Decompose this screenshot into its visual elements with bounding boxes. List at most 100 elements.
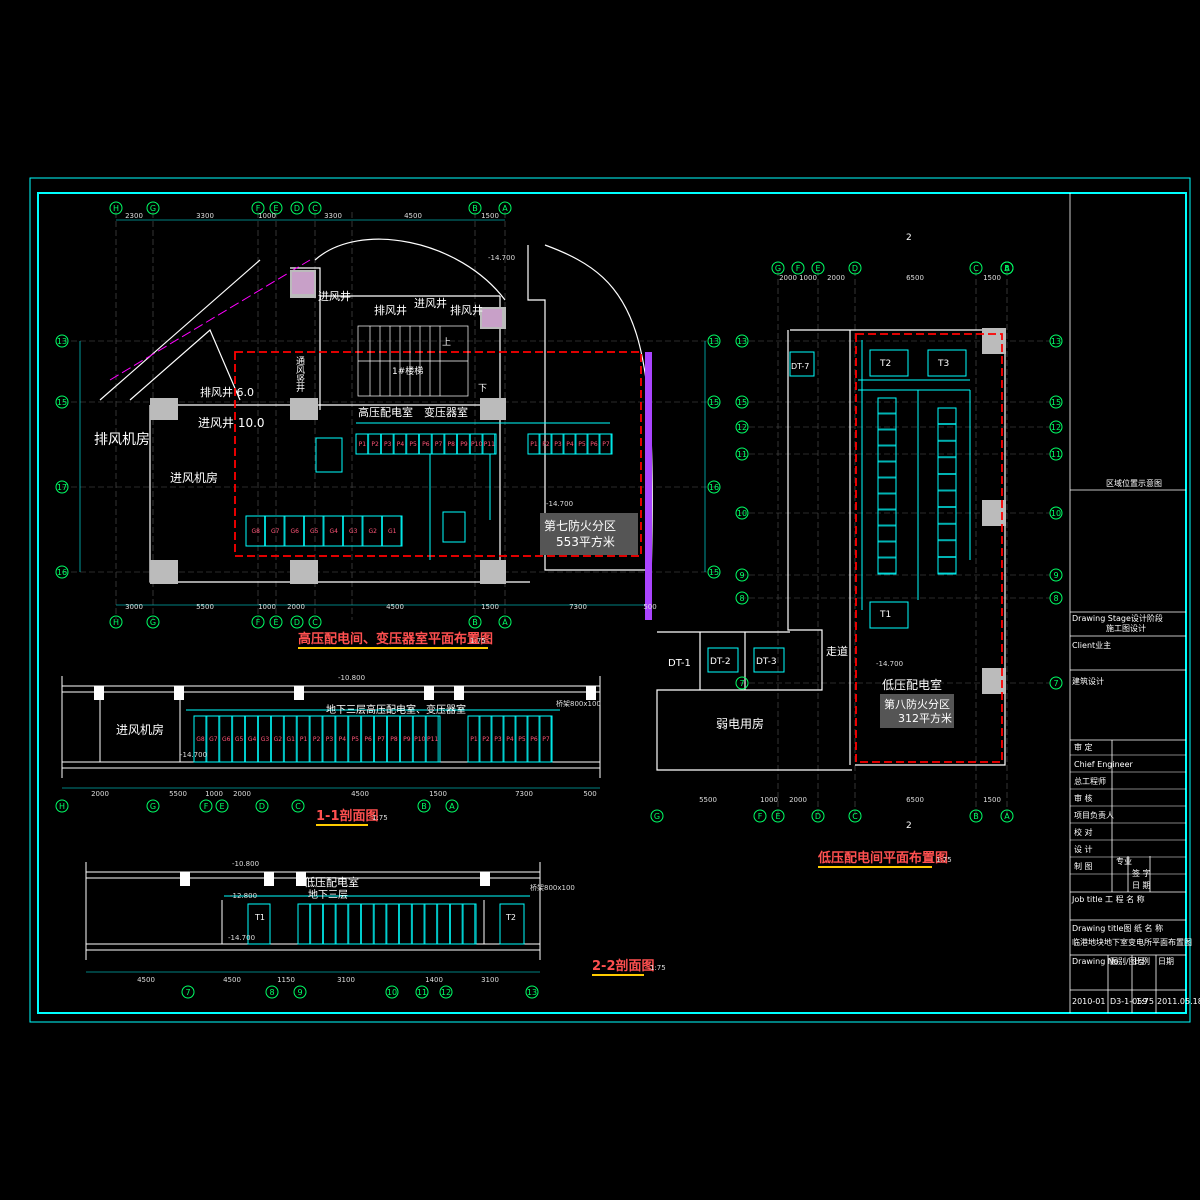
s2-cell-box	[322, 903, 336, 945]
hv-cell-label: P10	[471, 441, 482, 448]
s2-t2: T2	[505, 913, 516, 922]
s1-cell-right-box	[491, 715, 504, 763]
stair-up: 上	[442, 337, 451, 348]
p1-bottom-axis-label: G	[150, 618, 156, 627]
s1-dim: 7300	[515, 790, 533, 798]
p1-bottom-axis-bubble	[498, 615, 512, 629]
hv-cell-b-box	[563, 433, 576, 455]
p2-left-axis-label: 8	[739, 594, 744, 603]
s2-tray-note: 桥架800x100	[530, 883, 575, 892]
s1-cell-box	[296, 715, 310, 763]
p1-bottom-axis-bubble	[308, 615, 322, 629]
s2-axis-bubble	[525, 985, 539, 999]
s1-cell-box	[387, 715, 400, 763]
supply-shaft-label: 进风井	[318, 289, 351, 303]
s1-hv-room: 地下三层高压配电室、变压器室	[326, 703, 466, 716]
g-cell-label: G4	[330, 528, 339, 535]
vent-shaft-label: 通风竖井	[294, 356, 305, 393]
s1-axis-bubble	[199, 799, 213, 813]
tb-row-label: Chief Engineer	[1074, 760, 1134, 769]
p2-bottom-axis-label: B	[973, 812, 979, 821]
p1-bottom-dim: 3000	[125, 603, 143, 611]
s2-dim: 1150	[277, 976, 295, 984]
p2-top-dim: 6500	[906, 274, 924, 282]
s1-cell-label: P8	[390, 736, 398, 743]
p2-top-dim: 2000	[827, 274, 845, 282]
p2-right-axis-label: 11	[1051, 450, 1061, 459]
p2-right-axis-label: 12	[1051, 423, 1061, 432]
p1-top-axis-label: A	[502, 204, 508, 213]
p1-bottom-dim: 7300	[569, 603, 587, 611]
lv-panel-b	[937, 490, 957, 507]
s1-axis-label: C	[295, 802, 301, 811]
s2-axis-label: 10	[387, 988, 397, 997]
section-mark-top: 2	[906, 233, 912, 243]
s1-cell-label: G7	[209, 736, 218, 743]
p1-top-axis-bubble	[468, 201, 482, 215]
lv-panel-a	[877, 397, 897, 414]
s1-cell-box	[412, 715, 426, 763]
lv-panel-b	[937, 540, 957, 557]
p2-right-axis-bubble	[1049, 334, 1063, 348]
s1-cell-right-label: P5	[518, 736, 526, 743]
s1-cell-label: P6	[364, 736, 372, 743]
p1-bottom-axis-label: B	[472, 618, 478, 627]
s1-cell-label: G3	[261, 736, 270, 743]
p2-right-axis-label: 8	[1053, 594, 1058, 603]
hv-cell-label: P9	[460, 441, 468, 448]
hv-cell-box	[431, 433, 445, 455]
p2-top-axis-bubble	[811, 261, 825, 275]
g-cell-label: G6	[291, 528, 300, 535]
p1-top-axis-bubble	[146, 201, 160, 215]
hv-plan-title: 高压配电间、变压器室平面布置图	[298, 631, 493, 647]
p1-bottom-axis-bubble	[290, 615, 304, 629]
hv-plan-scale: 1:75	[470, 637, 486, 645]
drawing-title-label: Drawing title图 纸 名 称	[1072, 923, 1163, 933]
hv-cell-label: P2	[371, 441, 379, 448]
s2-level-top: -10.800	[232, 860, 259, 868]
p1-top-dim: 1500	[481, 212, 499, 220]
p2-top-axis-bubble	[791, 261, 805, 275]
lv-panel-a	[877, 525, 897, 542]
p2-right-axis-label: 7	[1053, 679, 1058, 688]
section-2-title: 2-2剖面图	[592, 958, 655, 974]
s1-axis-bubble	[55, 799, 69, 813]
lv-panel-a	[877, 461, 897, 478]
p1-left-axis-bubble	[55, 334, 69, 348]
p1-top-axis-label: D	[294, 204, 300, 213]
s1-cell-label: P3	[326, 736, 334, 743]
design-stage-value: 施工图设计	[1106, 623, 1146, 633]
p1-top-axis-label: F	[256, 204, 261, 213]
tb-row-label: 制 图	[1074, 861, 1093, 871]
s1-cell-box	[374, 715, 387, 763]
tb-row-label: 审 核	[1074, 793, 1093, 803]
s1-cell-box	[425, 715, 439, 763]
p1-bottom-axis-label: D	[294, 618, 300, 627]
p2-right-axis-label: 13	[1051, 337, 1061, 346]
s2-t1: T1	[254, 913, 265, 922]
p2-top-axis-label: B	[1004, 264, 1010, 273]
exhaust-shaft-label: 排风井	[374, 303, 407, 317]
section-mark-bottom: 2	[906, 821, 912, 831]
p2-left-axis-bubble	[735, 334, 749, 348]
hv-cell-b-box	[599, 433, 612, 455]
hv-cell-label: P11	[484, 441, 495, 448]
p1-top-axis-label: C	[312, 204, 318, 213]
p2-right-axis-label: 15	[1051, 398, 1061, 407]
p2-left-axis-label: 7	[739, 679, 744, 688]
tb-row-label: 总工程师	[1074, 776, 1106, 786]
fire-zone-8-area: 312平方米	[898, 711, 952, 725]
p1-bottom-axis-label: H	[113, 618, 119, 627]
drawing-no-label: Drawing No.	[1072, 957, 1121, 966]
s2-cell-box	[297, 903, 311, 945]
s1-cell-right-label: P7	[542, 736, 550, 743]
lv-panel-b	[937, 407, 957, 424]
lv-panel-a	[877, 445, 897, 462]
p1-bottom-axis-bubble	[146, 615, 160, 629]
s1-cell-box	[283, 715, 297, 763]
p2-top-axis-label: E	[815, 264, 820, 273]
fire-zone-7-name: 第七防火分区	[544, 518, 616, 533]
p2-right-axis-bubble	[1049, 447, 1063, 461]
p1-top-axis-label: E	[273, 204, 278, 213]
p2-top-axis-label: A	[1004, 264, 1010, 273]
